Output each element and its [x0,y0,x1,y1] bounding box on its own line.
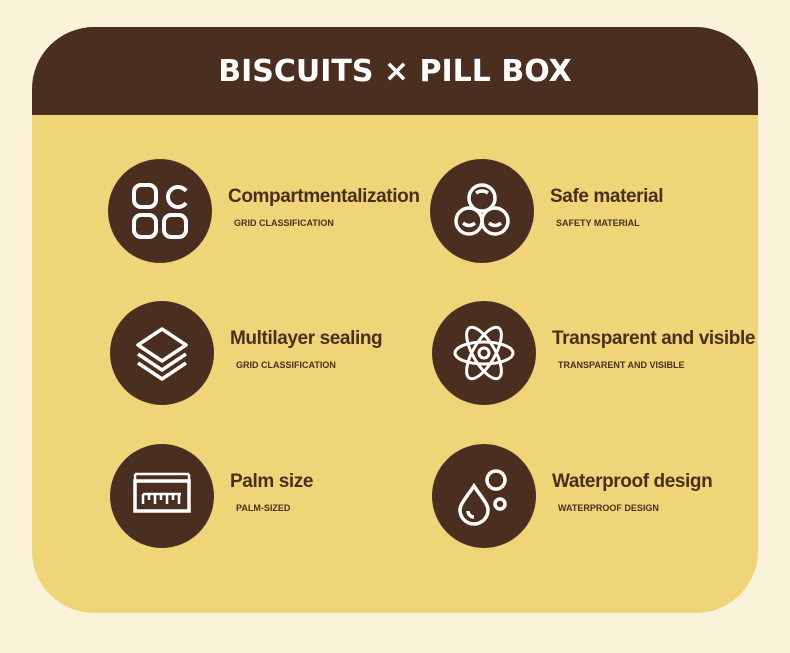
circles-icon [430,159,534,263]
feature-title: Safe material [550,186,664,207]
header-banner: BISCUITS × PILL BOX [32,27,758,115]
page-title: BISCUITS × PILL BOX [218,53,572,89]
atom-icon [432,301,536,405]
layers-icon [110,301,214,405]
grid-icon [108,159,212,263]
feature-title: Waterproof design [552,471,713,492]
feature-title: Multilayer sealing [230,328,383,349]
feature-subtitle: WATERPROOF DESIGN [558,503,659,513]
feature-title: Palm size [230,471,314,492]
feature-title: Transparent and visible [552,328,756,349]
feature-subtitle: GRID CLASSIFICATION [234,218,334,228]
water-drops-icon [432,444,536,548]
feature-subtitle: PALM-SIZED [236,503,291,513]
feature-title: Compartmentalization [228,186,420,207]
feature-subtitle: SAFETY MATERIAL [556,218,640,228]
feature-card: BISCUITS × PILL BOX Compartmentalization… [32,27,758,613]
feature-subtitle: TRANSPARENT AND VISIBLE [558,360,685,370]
ruler-icon [110,444,214,548]
feature-subtitle: GRID CLASSIFICATION [236,360,336,370]
